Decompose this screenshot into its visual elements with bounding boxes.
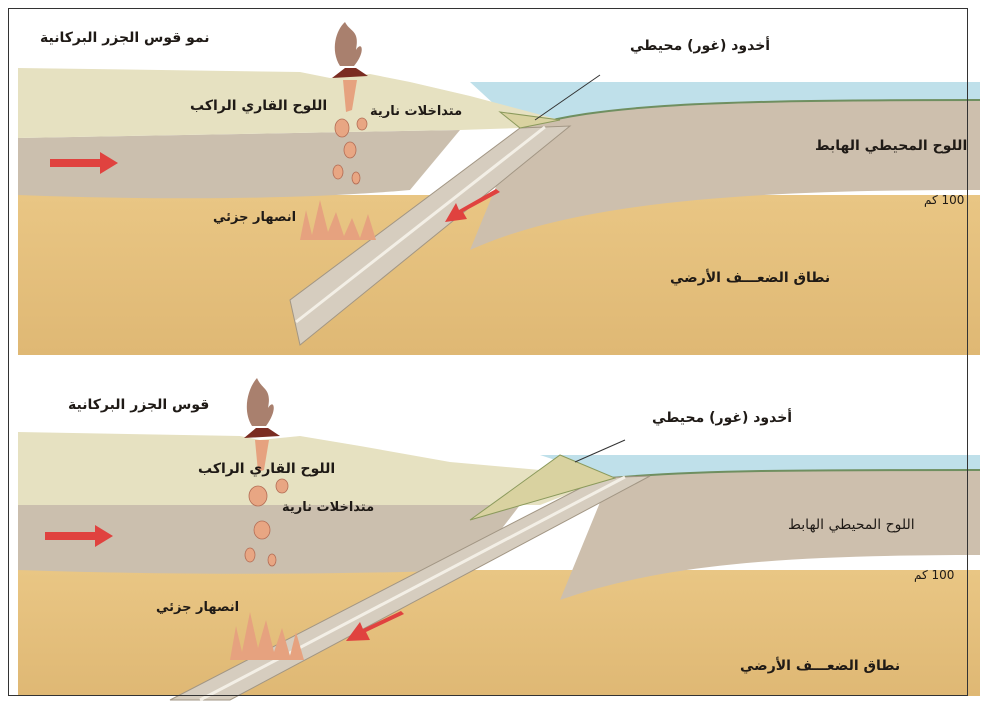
igneous-intrusions-label: متداخلات نارية bbox=[282, 500, 374, 515]
island-arc-growth-label: نمو قوس الجزر البركانية bbox=[40, 30, 210, 46]
igneous-intrusions-label: متداخلات نارية bbox=[370, 104, 462, 119]
depth-label: 100 كم bbox=[924, 193, 964, 207]
depth-label: 100 كم bbox=[914, 568, 954, 582]
trench-label: أخدود (غور) محيطي bbox=[630, 38, 770, 54]
oceanic-plate-label: اللوح المحيطي الهابط bbox=[788, 517, 915, 533]
asthenosphere-label: نطاق الضعـــف الأرضي bbox=[670, 270, 830, 286]
asthenosphere-label: نطاق الضعـــف الأرضي bbox=[740, 658, 900, 674]
trench-label: أخدود (غور) محيطي bbox=[652, 410, 792, 426]
continental-plate-label: اللوح القاري الراكب bbox=[198, 461, 335, 477]
partial-melting-label: انصهار جزئي bbox=[156, 600, 239, 615]
continental-plate-label: اللوح القاري الراكب bbox=[190, 98, 327, 114]
figure-frame bbox=[8, 8, 968, 696]
partial-melting-label: انصهار جزئي bbox=[213, 210, 296, 225]
island-arc-label: قوس الجزر البركانية bbox=[68, 397, 209, 413]
oceanic-plate-label: اللوح المحيطي الهابط bbox=[815, 138, 967, 154]
